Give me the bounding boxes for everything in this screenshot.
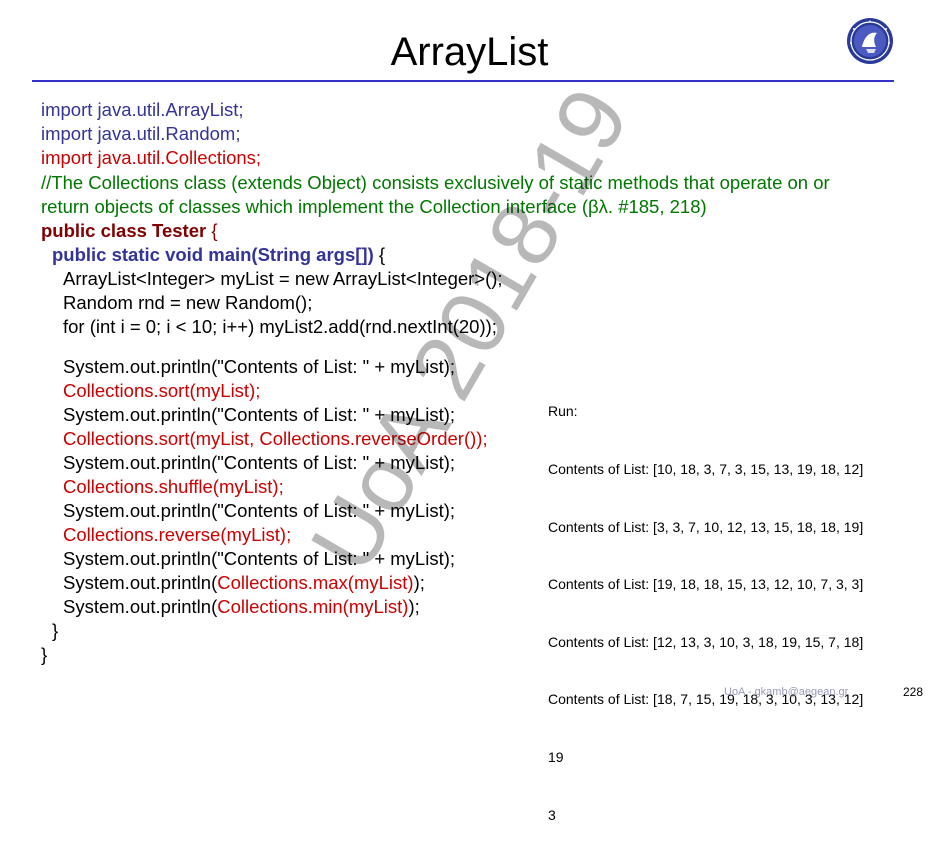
println-max-line: System.out.println(Collections.max(myLis… bbox=[63, 572, 425, 594]
main-close-brace: } bbox=[52, 620, 59, 641]
println-line-5: System.out.println("Contents of List: " … bbox=[63, 548, 456, 569]
class-declaration: public class Tester { bbox=[41, 220, 218, 242]
run-output-line: Contents of List: [19, 18, 18, 15, 13, 1… bbox=[548, 576, 864, 593]
run-output: Run: Contents of List: [10, 18, 3, 7, 3,… bbox=[548, 364, 863, 863]
sort-line: Collections.sort(myList); bbox=[63, 380, 261, 401]
println-line-3: System.out.println("Contents of List: " … bbox=[63, 452, 456, 473]
min-suffix: ); bbox=[408, 596, 420, 617]
class-declaration-keyword: public class Tester bbox=[41, 220, 207, 241]
max-suffix: ); bbox=[413, 572, 425, 593]
run-output-line: Contents of List: [10, 18, 3, 7, 3, 15, … bbox=[548, 461, 864, 477]
import-arraylist-line: import java.util.ArrayList; bbox=[41, 99, 244, 120]
for-loop-line: for (int i = 0; i < 10; i++) myList2.add… bbox=[63, 316, 497, 337]
reverse-line: Collections.reverse(myList); bbox=[63, 524, 292, 545]
import-collections-line: import java.util.Collections; bbox=[41, 147, 262, 168]
run-label: Run: bbox=[548, 403, 578, 420]
class-close-brace: } bbox=[41, 644, 48, 665]
max-prefix: System.out.println( bbox=[63, 572, 218, 593]
run-output-line: 3 bbox=[548, 806, 556, 823]
random-declaration-line: Random rnd = new Random(); bbox=[63, 292, 313, 313]
println-line-2: System.out.println("Contents of List: " … bbox=[63, 404, 456, 425]
arraylist-declaration-line: ArrayList<Integer> myList = new ArrayLis… bbox=[63, 268, 503, 289]
sort-reverse-order-line: Collections.sort(myList, Collections.rev… bbox=[63, 428, 488, 449]
slide-title: ArrayList bbox=[390, 30, 549, 74]
footer-credit: UoA - gkamb@aegean.gr bbox=[724, 686, 849, 698]
title-divider bbox=[32, 80, 894, 82]
page-number: 228 bbox=[903, 685, 924, 699]
comment-line-1: //The Collections class (extends Object)… bbox=[41, 172, 830, 193]
import-random-line: import java.util.Random; bbox=[41, 123, 241, 144]
university-seal-icon bbox=[847, 18, 893, 64]
run-output-line: Contents of List: [3, 3, 7, 10, 12, 13, … bbox=[548, 518, 864, 535]
main-declaration: public static void main(String args[]) { bbox=[52, 244, 385, 266]
min-prefix: System.out.println( bbox=[63, 596, 218, 617]
min-call: Collections.min(myList) bbox=[217, 596, 409, 617]
println-min-line: System.out.println(Collections.min(myLis… bbox=[63, 596, 420, 618]
run-output-line: Contents of List: [18, 7, 15, 19, 18, 3,… bbox=[548, 691, 864, 708]
slide: ArrayList import java.util.ArrayList; im… bbox=[32, 18, 924, 823]
max-call: Collections.max(myList) bbox=[217, 572, 414, 593]
println-line-1: System.out.println("Contents of List: " … bbox=[63, 356, 456, 377]
main-open-brace: { bbox=[373, 244, 386, 265]
run-output-line: 19 bbox=[548, 748, 564, 765]
println-line-4: System.out.println("Contents of List: " … bbox=[63, 500, 456, 521]
comment-line-2: return objects of classes which implemen… bbox=[41, 196, 707, 217]
class-open-brace: { bbox=[206, 220, 218, 241]
shuffle-line: Collections.shuffle(myList); bbox=[63, 476, 284, 497]
run-output-line: Contents of List: [12, 13, 3, 10, 3, 18,… bbox=[548, 633, 864, 650]
main-declaration-keyword: public static void main(String args[]) bbox=[52, 244, 374, 265]
